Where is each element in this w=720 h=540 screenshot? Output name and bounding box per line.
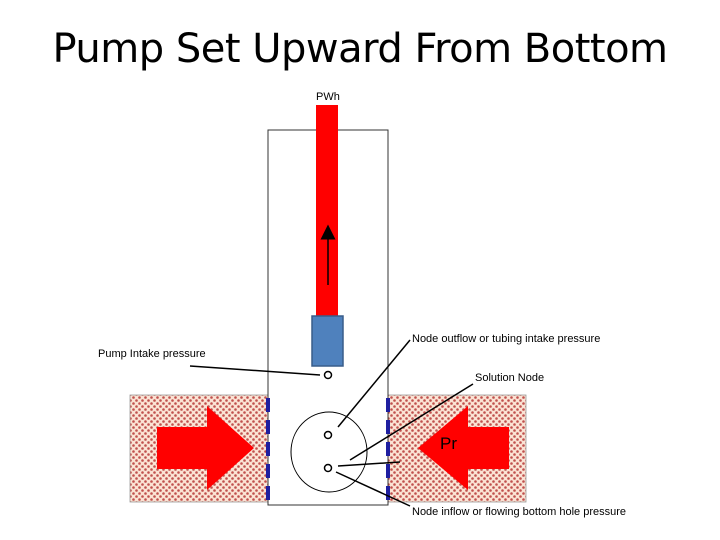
inflow-node [323, 463, 333, 473]
solution-node-ellipse [290, 411, 368, 493]
solution-node-leader [349, 383, 474, 461]
inflow-arrow-left [157, 406, 254, 490]
reservoir-pressure-label: Pr [440, 434, 457, 453]
node-inflow-pointer [337, 461, 401, 467]
inflow-arrow-right [418, 406, 509, 490]
pump-intake-leader [189, 365, 321, 376]
wellhead-label: PWh [316, 91, 340, 103]
pump-intake-label: Pump Intake pressure [98, 348, 206, 360]
node-inflow-label: Node inflow or flowing bottom hole press… [412, 506, 626, 518]
solution-node [323, 430, 333, 440]
pump [311, 315, 344, 367]
pump-intake-node [323, 370, 333, 380]
tubing [316, 105, 338, 320]
slide-title: Pump Set Upward From Bottom [52, 26, 668, 72]
solution-node-label: Solution Node [475, 372, 544, 384]
node-outflow-label: Node outflow or tubing intake pressure [412, 333, 600, 345]
node-outflow-leader [337, 339, 411, 428]
node-inflow-leader [335, 471, 411, 507]
